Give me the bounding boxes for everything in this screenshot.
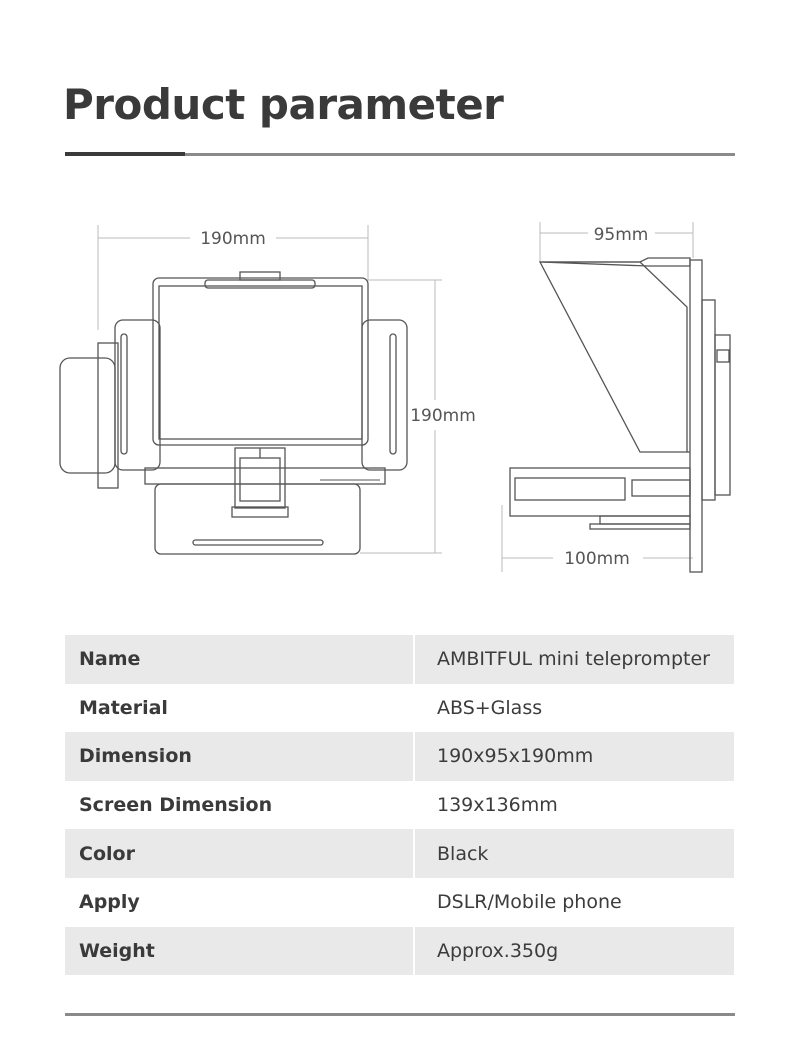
front-height-label: 190mm — [410, 406, 476, 426]
spec-value-dimension: 190x95x190mm — [414, 732, 734, 781]
front-view — [59, 225, 442, 555]
spec-value-name: AMBITFUL mini teleprompter — [414, 635, 734, 684]
spec-label-color: Color — [65, 829, 415, 878]
spec-label-dimension: Dimension — [65, 732, 415, 781]
side-depth-label: 95mm — [594, 225, 649, 245]
spec-value-material: ABS+Glass — [437, 696, 543, 719]
table-row: Apply DSLR/Mobile phone — [65, 877, 734, 927]
side-view — [501, 222, 731, 573]
bottom-rule — [65, 1013, 735, 1016]
front-width-label: 190mm — [200, 229, 266, 249]
title-underline — [65, 152, 735, 156]
table-row: Material ABS+Glass — [65, 683, 734, 733]
spec-value-weight: Approx.350g — [414, 926, 734, 976]
spec-label-screen-dimension: Screen Dimension — [65, 780, 415, 830]
product-dimension-drawing: 190mm 190mm 95mm 100mm — [59, 222, 731, 573]
table-row: Color Black — [65, 829, 734, 878]
spec-label-apply: Apply — [65, 877, 415, 927]
table-row: Name AMBITFUL mini teleprompter — [65, 635, 734, 684]
table-row: Screen Dimension 139x136mm — [65, 780, 734, 830]
page-title: Product parameter — [63, 80, 504, 129]
spec-value-apply: DSLR/Mobile phone — [437, 891, 622, 914]
table-row: Dimension 190x95x190mm — [65, 732, 734, 781]
spec-label-weight: Weight — [65, 926, 415, 976]
table-row: Weight Approx.350g — [65, 926, 734, 976]
spec-value-color: Black — [414, 829, 734, 878]
spec-value-screen-dimension: 139x136mm — [437, 794, 558, 817]
title-underline-accent — [65, 152, 185, 156]
spec-label-material: Material — [65, 683, 415, 733]
side-base-label: 100mm — [564, 549, 630, 569]
spec-table: Name AMBITFUL mini teleprompter Material… — [65, 635, 734, 976]
spec-label-name: Name — [65, 635, 415, 684]
